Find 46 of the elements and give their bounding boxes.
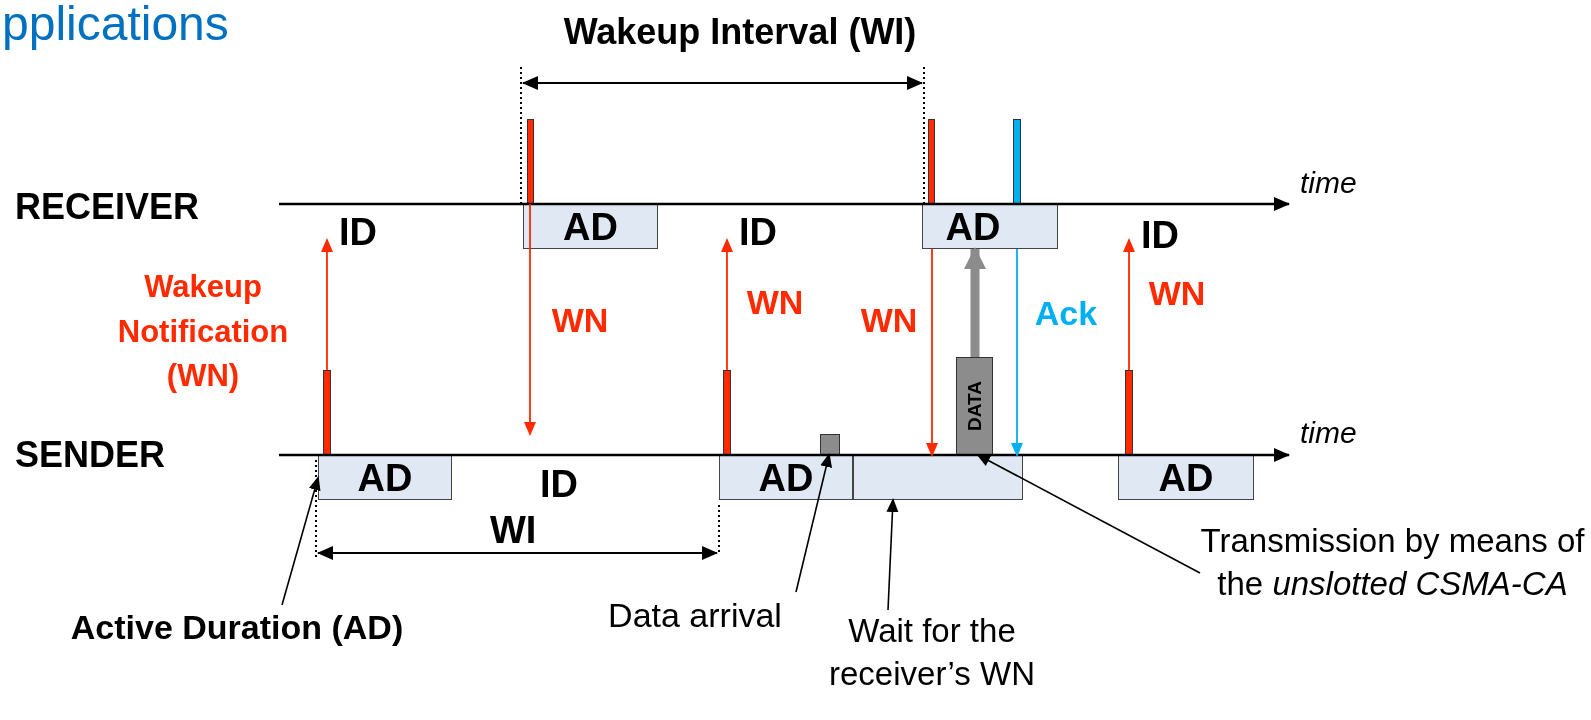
text-label: ID xyxy=(1141,216,1179,254)
text-label: SENDER xyxy=(15,433,166,477)
edge-label: WN xyxy=(551,303,609,337)
leader-line xyxy=(976,454,1201,574)
data-frame-box: DATA xyxy=(956,357,993,455)
pulse-bar xyxy=(723,370,731,455)
pulse-bar xyxy=(1125,370,1133,455)
text-label: ID xyxy=(739,213,777,251)
leader-line xyxy=(795,453,832,593)
annotation-text: Active Duration (AD) xyxy=(70,607,404,648)
annotation-text: Wait for the receiver’s WN xyxy=(828,611,1036,694)
arrow xyxy=(926,248,938,457)
text-label: time xyxy=(1300,165,1357,201)
arrow xyxy=(721,238,733,371)
arrow xyxy=(964,247,986,357)
text-label: ID xyxy=(540,462,578,507)
diagram-title: Wakeup Interval (WI) xyxy=(562,14,918,50)
arrow xyxy=(1123,238,1135,371)
text-label: time xyxy=(1300,415,1357,451)
annotation-text: Transmission by means of the unslotted CSMA-CA xyxy=(1200,521,1585,604)
edge-label: WN xyxy=(1148,276,1206,310)
edge-label: WN xyxy=(860,303,918,337)
text-label: WI xyxy=(490,508,537,553)
annotation-text: Data arrival xyxy=(608,595,782,636)
arrow xyxy=(524,203,536,436)
pulse-bar xyxy=(323,370,331,455)
data-packet-box xyxy=(820,434,840,455)
waiting-period-box xyxy=(853,455,1023,500)
edge-label: Ack xyxy=(1034,296,1098,330)
leader-line xyxy=(886,498,899,611)
pulse-bar xyxy=(928,119,935,204)
edge-label: WN xyxy=(746,285,804,319)
text-label: RECEIVER xyxy=(15,185,200,229)
text-label: ID xyxy=(339,213,377,251)
arrow xyxy=(1011,248,1023,457)
active-duration-box: AD xyxy=(719,455,853,500)
active-duration-box: AD xyxy=(523,204,658,249)
pulse-bar xyxy=(527,119,534,204)
edge-label: Wakeup Notification (WN) xyxy=(116,267,290,396)
active-duration-box: AD xyxy=(318,455,452,500)
pulse-bar xyxy=(1013,119,1021,204)
active-duration-box: AD xyxy=(1118,455,1254,500)
slide-heading: pplications xyxy=(2,0,229,48)
active-duration-box: AD xyxy=(922,204,1058,249)
leader-line xyxy=(281,476,321,606)
arrow xyxy=(321,238,333,371)
